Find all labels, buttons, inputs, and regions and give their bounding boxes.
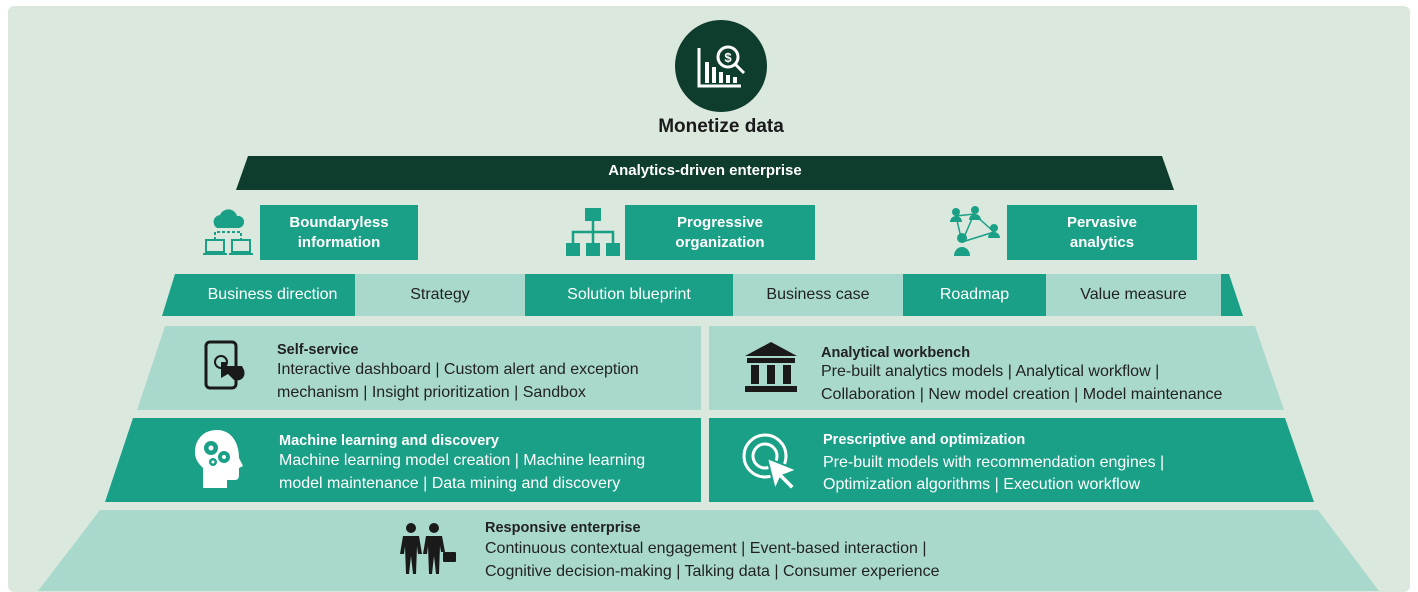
- pillar-boundaryless: Boundaryless information: [260, 205, 418, 260]
- pillar-progressive-line1: Progressive: [677, 213, 763, 231]
- strip-value-measure: Value measure: [1046, 274, 1221, 316]
- pillar-pervasive-line1: Pervasive: [1066, 213, 1138, 231]
- strip-business-direction: Business direction: [190, 274, 355, 316]
- self-service-title: Self-service: [277, 342, 359, 358]
- strip-right-cap: [1221, 274, 1243, 316]
- svg-text:$: $: [724, 50, 732, 65]
- prescriptive-line2: Optimization algorithms | Execution work…: [823, 476, 1141, 493]
- strip-solution-blueprint: Solution blueprint: [525, 274, 733, 316]
- machine-learning-line1: Machine learning model creation | Machin…: [279, 452, 646, 469]
- tablet-touch-icon: [204, 340, 245, 390]
- apex-circle: $: [675, 20, 767, 112]
- institution-icon: [745, 342, 797, 392]
- machine-learning-line2: model maintenance | Data mining and disc…: [279, 475, 621, 492]
- prescriptive-line1: Pre-built models with recommendation eng…: [823, 454, 1165, 471]
- strip-business-case: Business case: [733, 274, 903, 316]
- layer-machine-learning: [105, 418, 701, 502]
- apex-title: Monetize data: [658, 116, 784, 137]
- analytical-workbench-title: Analytical workbench: [821, 345, 971, 361]
- target-cursor-icon: [742, 433, 800, 492]
- pillar-pervasive-line2: analytics: [1069, 233, 1135, 251]
- responsive-line2: Cognitive decision-making | Talking data…: [485, 563, 940, 580]
- two-people-icon: [400, 523, 456, 574]
- pillar-boundaryless-line1: Boundaryless: [289, 213, 389, 231]
- people-network-icon: [950, 206, 1000, 256]
- prescriptive-title: Prescriptive and optimization: [823, 432, 1026, 448]
- layer-prescriptive: [709, 418, 1314, 502]
- responsive-line1: Continuous contextual engagement | Event…: [485, 540, 927, 557]
- self-service-line1: Interactive dashboard | Custom alert and…: [277, 361, 639, 378]
- analytical-workbench-line1: Pre-built analytics models | Analytical …: [821, 363, 1160, 380]
- analytics-chart-magnifier-icon: $: [697, 45, 746, 88]
- self-service-line2: mechanism | Insight prioritization | San…: [277, 384, 586, 401]
- machine-learning-title: Machine learning and discovery: [279, 433, 499, 449]
- banner-label: Analytics-driven enterprise: [608, 162, 802, 179]
- head-gears-icon: [195, 430, 243, 488]
- responsive-title: Responsive enterprise: [485, 520, 641, 536]
- layer-analytical-workbench: [709, 326, 1284, 410]
- org-chart-icon: [566, 208, 620, 256]
- strip-roadmap: Roadmap: [903, 274, 1046, 316]
- layer-responsive: [38, 510, 1379, 591]
- layer-self-service: [137, 326, 701, 410]
- cloud-network-icon: [203, 209, 253, 255]
- pillar-progressive: Progressive organization: [625, 205, 815, 260]
- analytical-workbench-line2: Collaboration | New model creation | Mod…: [821, 386, 1223, 403]
- pillar-progressive-line2: organization: [675, 233, 765, 251]
- banner-shape: [236, 156, 1174, 190]
- strip-left-cap: [162, 274, 190, 316]
- pillar-pervasive: Pervasive analytics: [1007, 205, 1197, 260]
- strip-strategy: Strategy: [355, 274, 525, 316]
- pillar-boundaryless-line2: information: [297, 233, 381, 251]
